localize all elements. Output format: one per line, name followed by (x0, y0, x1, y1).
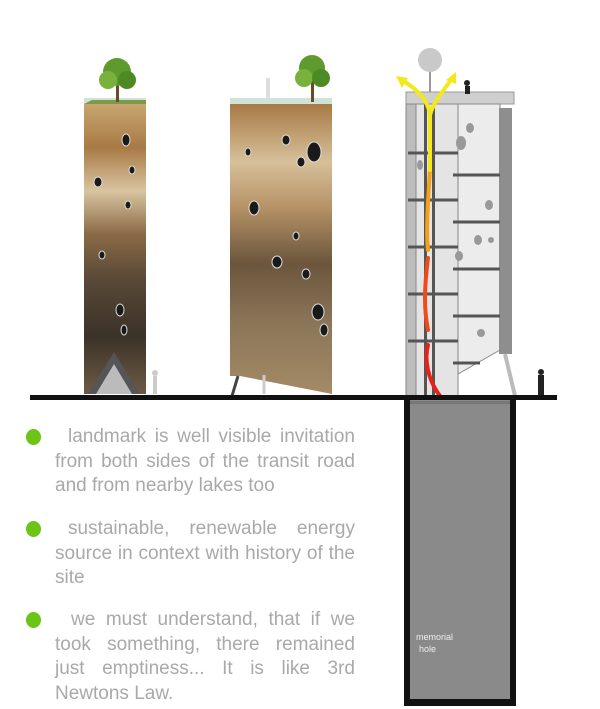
bullet-item: landmark is well visible invitation from… (26, 425, 355, 499)
bullet-item: sustainable, renewable energy source in … (26, 517, 355, 591)
tree-icon (418, 48, 442, 92)
bullet-dot-icon (26, 521, 41, 537)
bullet-text: landmark is well visible invitation from… (55, 426, 355, 496)
person-silhouette-icon (464, 80, 544, 395)
bullet-text: we must understand, that if we took some… (55, 609, 355, 704)
hole-label-line1: memorial (416, 632, 454, 642)
ground-line (30, 395, 557, 400)
soil-column-left (84, 98, 146, 394)
memorial-hole-label: memorial hole (416, 631, 453, 655)
bullet-text: sustainable, renewable energy source in … (55, 518, 355, 588)
person-silhouette-icon (152, 370, 158, 394)
tree-icon (99, 58, 136, 102)
tree-icon (295, 55, 330, 102)
bullet-item: we must understand, that if we took some… (26, 608, 355, 706)
building-section (405, 91, 517, 399)
hole-label-line2: hole (419, 644, 437, 654)
soil-column-middle (230, 78, 332, 397)
bullet-dot-icon (26, 612, 41, 628)
airflow-arrows (396, 72, 456, 398)
bullet-dot-icon (26, 429, 41, 445)
